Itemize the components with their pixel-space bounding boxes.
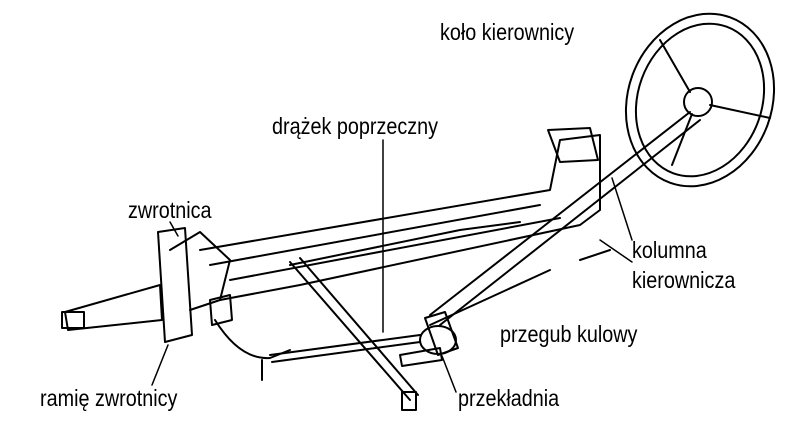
- steering-wheel-drawing: [624, 12, 776, 188]
- label-column-line2: kierownicza: [632, 267, 736, 293]
- axle-beam-drawing: [199, 127, 601, 301]
- label-knuckle-arm: ramię zwrotnicy: [40, 385, 178, 411]
- label-gear: przekładnia: [458, 385, 560, 411]
- leader-lines: [151, 139, 633, 393]
- label-steering-wheel: koło kierownicy: [440, 19, 575, 45]
- label-column-line1: kolumna: [632, 237, 707, 263]
- steering-gear-drawing: [399, 311, 459, 367]
- label-tie-rod: drążek poprzeczny: [272, 113, 439, 139]
- steering-column-drawing: [429, 111, 701, 326]
- knuckle-drawing: [61, 227, 291, 381]
- label-knuckle: zwrotnica: [128, 197, 212, 223]
- tie-rod-drawing: [269, 249, 611, 411]
- label-ball-joint: przegub kulowy: [500, 321, 638, 347]
